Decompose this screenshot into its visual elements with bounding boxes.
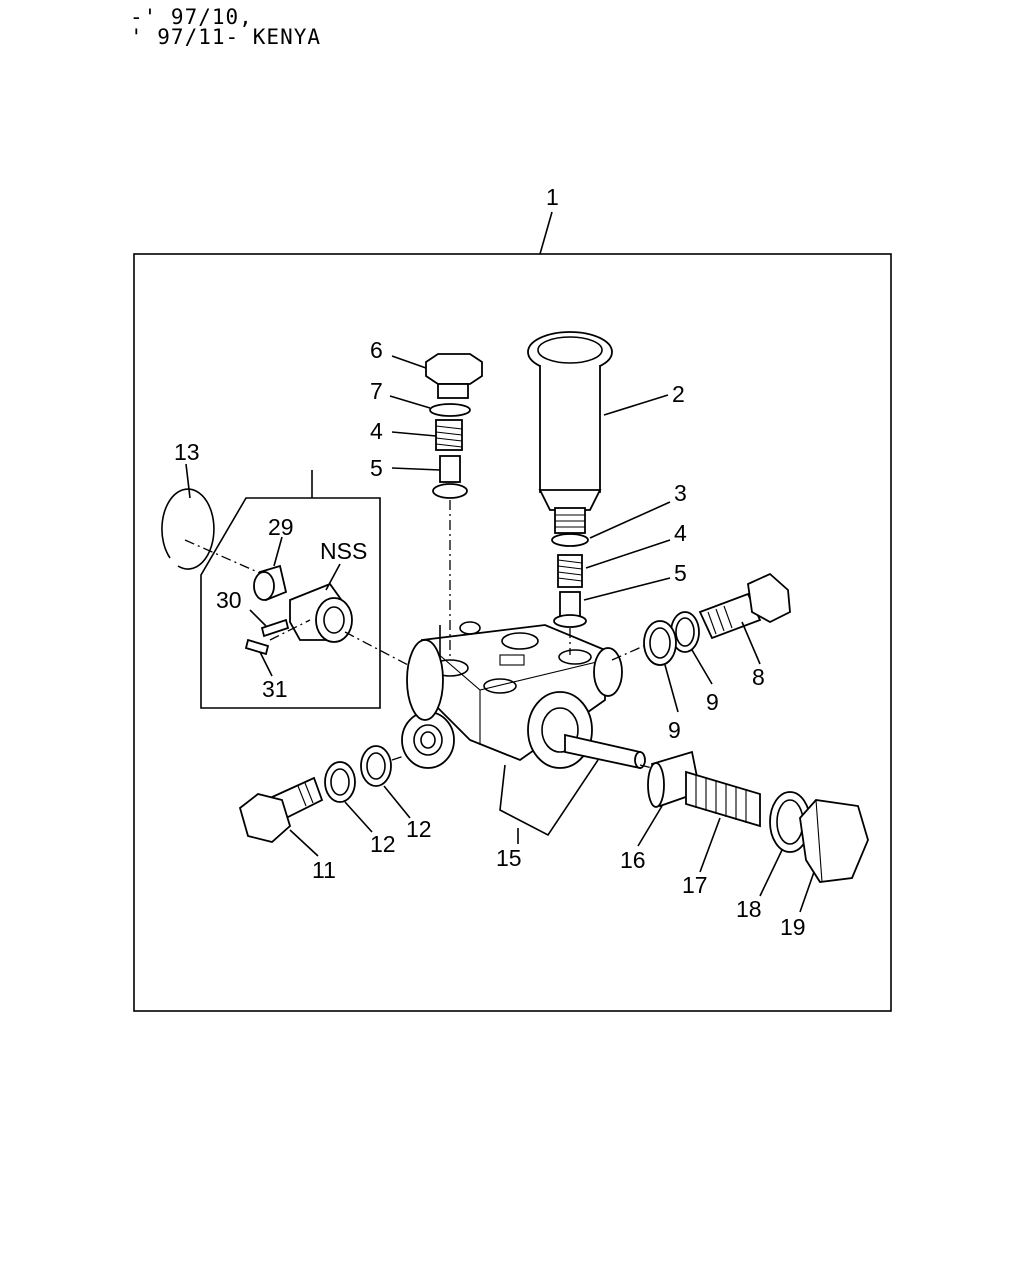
callout-29: 29 (268, 514, 294, 540)
header-line-2: ' 97/11- KENYA (130, 25, 322, 49)
spring-part-4-right (557, 554, 583, 588)
callout-4-right: 4 (674, 520, 687, 546)
spring-part-4-left (435, 419, 463, 451)
header-line-1: -' 97/10, (130, 5, 253, 29)
callout-11: 11 (312, 857, 336, 883)
callout-5-right: 5 (674, 560, 687, 586)
gasket-part-7 (429, 403, 471, 417)
washer-part-12-outer (324, 761, 356, 803)
callout-15: 15 (496, 845, 522, 871)
callout-9-outer: 9 (706, 689, 719, 715)
callout-18: 18 (736, 896, 762, 922)
callout-12-outer: 12 (370, 831, 396, 857)
callout-6: 6 (370, 337, 383, 363)
tappet-nss (289, 582, 353, 643)
pin-part-30 (260, 618, 290, 638)
roller-part-29 (253, 564, 288, 602)
callout-17: 17 (682, 872, 708, 898)
callout-12-inner: 12 (406, 816, 432, 842)
spring-part-17 (685, 770, 761, 828)
washer-part-9-inner (643, 620, 677, 666)
callout-8: 8 (752, 664, 765, 690)
callout-31: 31 (262, 676, 288, 702)
banjo-bolt-part-8 (698, 572, 791, 640)
callout-7: 7 (370, 378, 383, 404)
callout-1: 1 (546, 184, 559, 210)
callout-30: 30 (216, 587, 242, 613)
callout-16: 16 (620, 847, 646, 873)
inset-box-28 (200, 497, 381, 709)
banjo-bolt-part-11 (238, 776, 324, 843)
callout-2: 2 (672, 381, 685, 407)
callout-19: 19 (780, 914, 806, 940)
callout-3: 3 (674, 480, 687, 506)
valve-part-5-right (553, 591, 587, 628)
washer-part-12-inner (360, 745, 392, 787)
assembly-frame (133, 253, 892, 1012)
plug-part-19 (799, 799, 869, 883)
callout-13: 13 (174, 439, 200, 465)
valve-part-5-left (432, 455, 468, 499)
priming-pump-part-2 (527, 331, 613, 534)
callout-5-left: 5 (370, 455, 383, 481)
o-ring-part-3 (551, 533, 589, 547)
snap-ring-part-13 (161, 488, 215, 570)
pin-part-31 (244, 638, 270, 656)
callout-4-left: 4 (370, 418, 383, 444)
callout-9-inner: 9 (668, 717, 681, 743)
pump-body-part-15 (401, 621, 646, 770)
callout-nss: NSS (320, 538, 367, 564)
plug-part-6 (425, 353, 483, 399)
